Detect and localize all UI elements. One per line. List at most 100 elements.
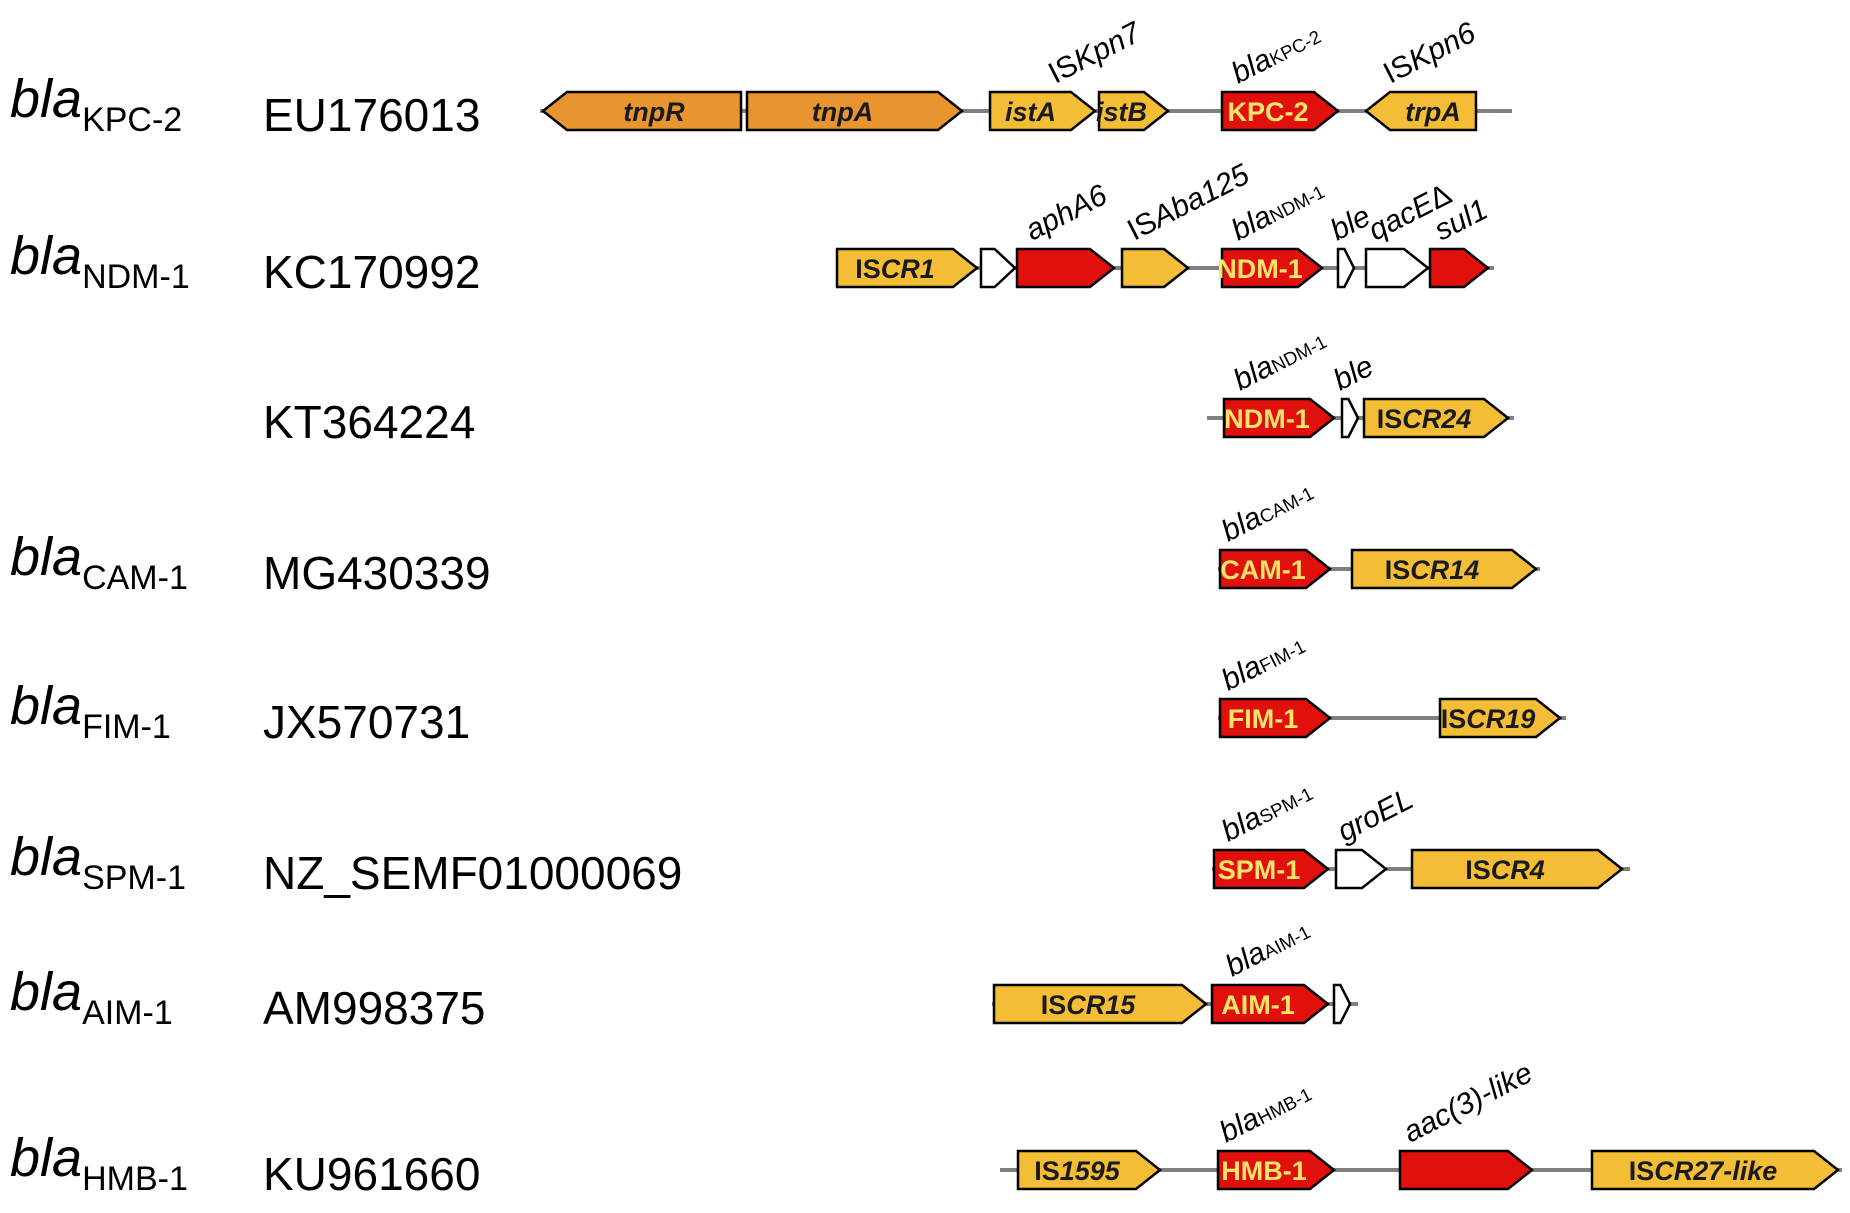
gene-arrow-label-part: SPM-1 [1218, 855, 1301, 885]
gene-arrow [988, 90, 1098, 132]
gene-arrow-label-part: istA [1005, 97, 1056, 127]
gene-arrow-label-part: CR4 [1491, 855, 1545, 885]
gene-arrow-label: trpA [1405, 97, 1461, 127]
gene-annotation-part: CAM-1 [1256, 482, 1317, 527]
gene-arrow [979, 247, 1017, 289]
gene-arrow-label: NDM-1 [1224, 404, 1310, 434]
gene-annotation: blaHMB-1 [1214, 1075, 1316, 1149]
gene-arrow [992, 983, 1209, 1025]
accession-label: KT364224 [263, 396, 475, 448]
gene-arrow-label: tnpA [812, 97, 873, 127]
gene-arrow [1212, 848, 1331, 890]
gene-arrow-label-part: tnpA [812, 97, 873, 127]
gene-name-label: blaAIM-1 [10, 962, 173, 1032]
gene-arrow [1015, 247, 1117, 289]
gene-arrow-label-part: CR19 [1466, 704, 1535, 734]
gene-arrow-label-part: CR27-like [1654, 1156, 1777, 1186]
gene-annotation: blaCAM-1 [1216, 474, 1318, 548]
gene-name-subscript: CAM-1 [82, 559, 188, 597]
gene-annotation-part: aphA6 [1020, 178, 1113, 247]
gene-annotation-part: Kpn7 [1068, 16, 1147, 78]
accession-label: AM998375 [263, 982, 486, 1034]
gene-arrow [540, 90, 743, 132]
gene-arrow-label-part: AIM-1 [1221, 990, 1295, 1020]
gene-annotation: blaKPC-2 [1226, 18, 1325, 90]
accession-label: NZ_SEMF01000069 [263, 847, 682, 899]
gene-arrow [1097, 90, 1171, 132]
gene-arrow-label: ISCR15 [1041, 990, 1137, 1020]
gene-annotation: ble [1328, 350, 1379, 398]
gene-arrow [1362, 397, 1511, 439]
gene-arrow-label-part: CR14 [1410, 555, 1479, 585]
gene-arrow-label-part: HMB-1 [1221, 1156, 1307, 1186]
gene-annotation: ISKpn7 [1043, 16, 1147, 91]
gene-arrow-label: istA [1005, 97, 1056, 127]
gene-annotation: aac(3)-like [1398, 1056, 1538, 1149]
gene-arrow-label: FIM-1 [1228, 704, 1299, 734]
gene-arrow-label-part: tnpR [623, 97, 685, 127]
accession-label: KU961660 [263, 1148, 480, 1200]
gene-arrow-label-part: IS [1385, 555, 1411, 585]
gene-arrow-label: AIM-1 [1221, 990, 1295, 1020]
gene-arrow [1590, 1149, 1841, 1191]
gene-name-label: blaCAM-1 [10, 527, 188, 597]
gene-arrow-label: istB [1096, 97, 1147, 127]
gene-arrow [1120, 247, 1191, 289]
gene-arrow [1350, 548, 1539, 590]
gene-arrow-label: IS1595 [1034, 1156, 1121, 1186]
gene-name-base: bla [10, 676, 82, 736]
gene-arrow [1210, 983, 1331, 1025]
gene-arrow-label: ISCR1 [855, 254, 935, 284]
gene-arrow-label-part: NDM-1 [1224, 404, 1310, 434]
gene-name-subscript: KPC-2 [82, 101, 182, 139]
gene-arrow-label: KPC-2 [1227, 97, 1308, 127]
gene-arrow-label: HMB-1 [1221, 1156, 1307, 1186]
gene-arrow-label: tnpR [623, 97, 685, 127]
gene-arrow-label-part: IS [1629, 1156, 1655, 1186]
gene-name-base: bla [10, 527, 82, 587]
gene-arrow-label-part: CR15 [1066, 990, 1136, 1020]
gene-arrow-label: ISCR4 [1465, 855, 1545, 885]
gene-name-label: blaHMB-1 [10, 1128, 188, 1198]
gene-annotation-part: KPC-2 [1266, 26, 1324, 70]
gene-name-label: blaKPC-2 [10, 69, 182, 139]
gene-name-label: blaNDM-1 [10, 226, 190, 296]
gene-arrow [1216, 1149, 1337, 1191]
gene-arrow-label-part: istB [1096, 97, 1147, 127]
gene-arrow [1334, 848, 1389, 890]
accession-label: EU176013 [263, 89, 480, 141]
gene-arrow [1438, 697, 1563, 739]
gene-arrow-label: ISCR24 [1377, 404, 1472, 434]
gene-arrow-label: ISCR19 [1441, 704, 1536, 734]
gene-arrow [1398, 1149, 1535, 1191]
gene-name-base: bla [10, 69, 82, 129]
gene-arrow-label: CAM-1 [1220, 555, 1306, 585]
gene-annotation: aphA6 [1020, 178, 1113, 247]
gene-annotation-part: NDM-1 [1266, 181, 1328, 226]
gene-arrow [1218, 548, 1333, 590]
gene-name-base: bla [10, 226, 82, 286]
gene-arrow [1364, 247, 1431, 289]
gene-annotation-part: AIM-1 [1260, 921, 1314, 962]
accession-label: MG430339 [263, 547, 491, 599]
gene-arrow-label-part: IS [1377, 404, 1403, 434]
gene-arrow-label-part: IS [1034, 1156, 1060, 1186]
gene-arrow-label-part: IS [1441, 704, 1467, 734]
gene-arrow [1336, 247, 1356, 289]
gene-arrow-label-part: FIM-1 [1228, 704, 1299, 734]
gene-arrow-label: SPM-1 [1218, 855, 1301, 885]
gene-annotation: blaSPM-1 [1216, 775, 1317, 848]
gene-arrow-label-part: NDM-1 [1217, 254, 1303, 284]
gene-arrow [1363, 90, 1478, 132]
gene-arrow [835, 247, 980, 289]
gene-name-label: blaFIM-1 [10, 676, 171, 746]
gene-arrow-label-part: KPC-2 [1227, 97, 1308, 127]
gene-annotation: ISKpn6 [1378, 16, 1481, 90]
gene-arrow [745, 90, 965, 132]
